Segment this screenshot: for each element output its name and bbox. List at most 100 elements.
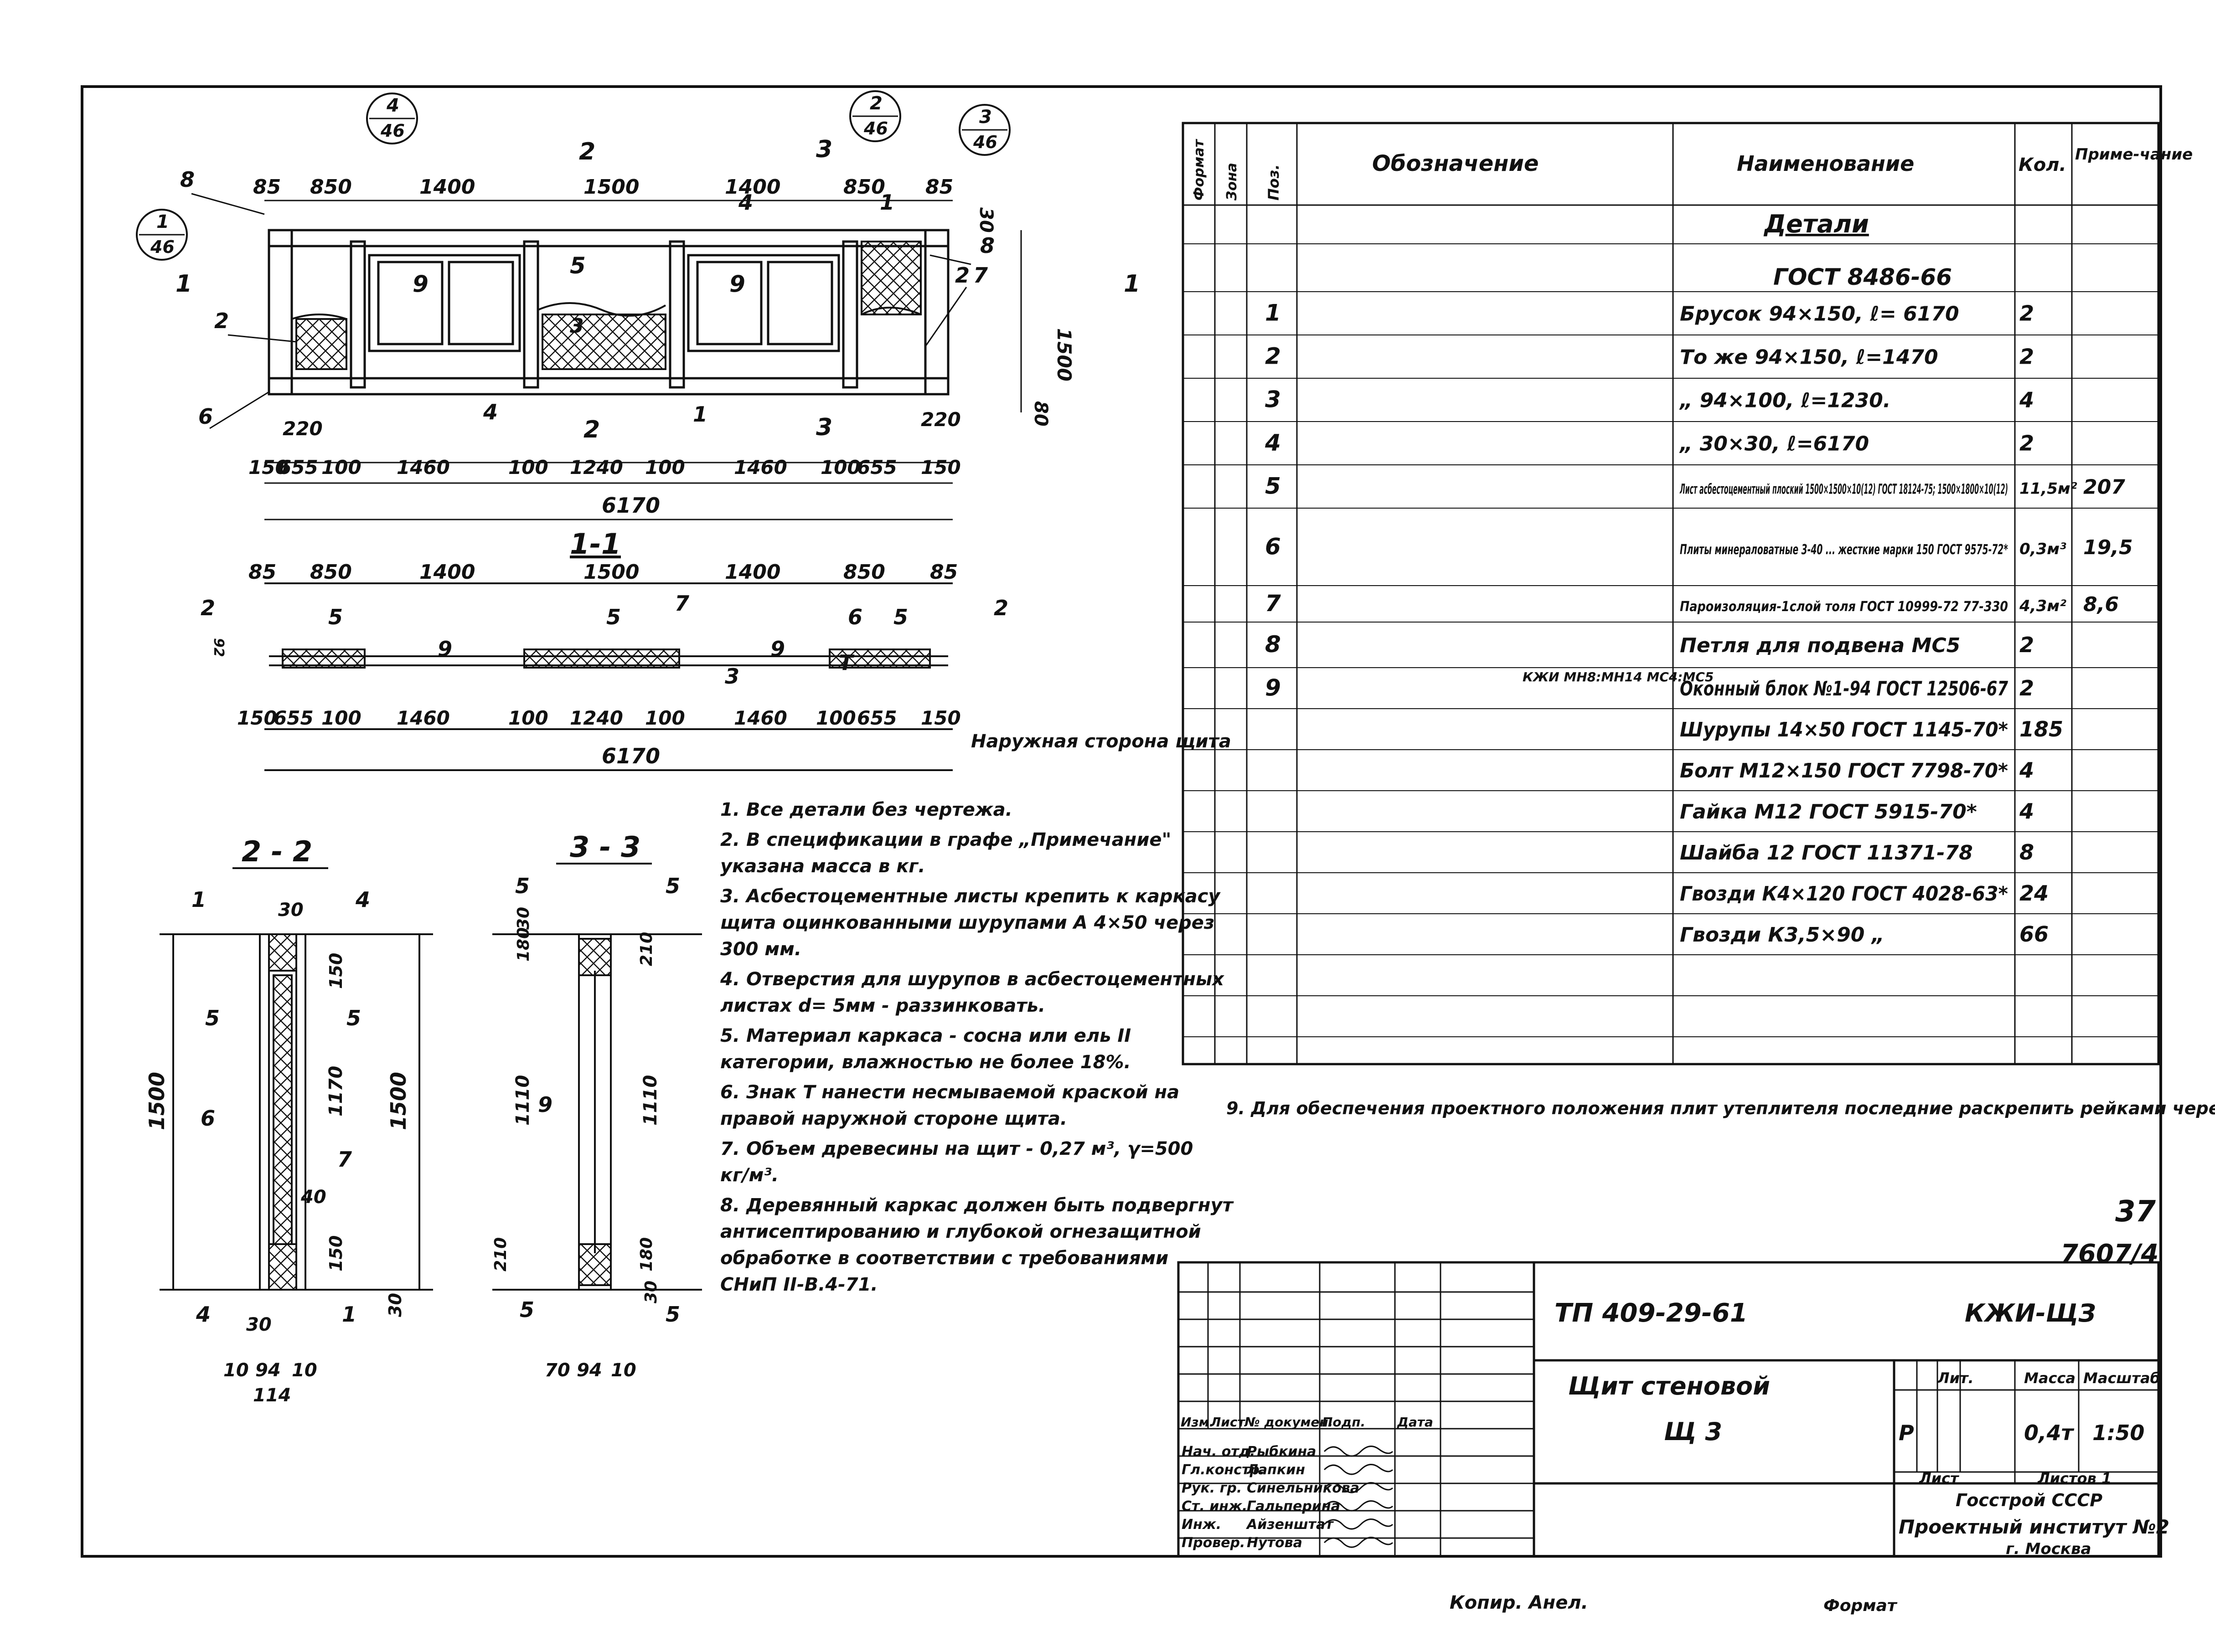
- note-9: 9. Для обеспечения проектного положения …: [1226, 1098, 2215, 1118]
- tb-name: Синельникова: [1247, 1480, 1359, 1496]
- svg-text:2: 2: [214, 309, 229, 333]
- svg-text:85: 85: [248, 561, 276, 584]
- section-1-1-total: 6170: [602, 744, 660, 768]
- svg-text:1500: 1500: [583, 561, 639, 584]
- svg-text:100: 100: [321, 707, 361, 729]
- callout-1-46: 1 46: [136, 209, 188, 261]
- spec-row-qty: 24: [2019, 881, 2049, 906]
- sec22-30: 30: [278, 900, 304, 921]
- section-1-1-bottom-dims: 150 655 100 1460 100 1240 100 1460 100 6…: [237, 707, 961, 729]
- spec-row: Гайка М12 ГОСТ 5915-70*4: [1680, 799, 2034, 823]
- svg-text:6: 6: [848, 605, 862, 629]
- dim-1400-right: 1400: [725, 175, 780, 199]
- svg-text:2: 2: [579, 138, 595, 165]
- hdr-designation: Обозначение: [1372, 151, 1539, 176]
- svg-text:2: 2: [201, 596, 215, 620]
- svg-text:8: 8: [980, 233, 995, 258]
- svg-text:2: 2: [994, 596, 1008, 620]
- org-line1: Госстрой СССР: [1956, 1490, 2102, 1510]
- svg-text:7: 7: [675, 591, 689, 616]
- svg-text:0,4т: 0,4т: [2024, 1420, 2074, 1445]
- title-block: ТП 409-29-61 КЖИ-ЩЗ Щит стеновой Щ 3 Изм…: [1177, 1261, 2169, 1558]
- svg-text:655: 655: [274, 707, 314, 729]
- spec-row-pos: 1: [1265, 300, 1281, 326]
- sec33-30a: 30: [514, 907, 533, 930]
- tb-person-row: Нач. отд.Рыбкина: [1182, 1444, 1394, 1460]
- spec-standard: ГОСТ 8486-66: [1773, 264, 1952, 290]
- tb-name: Гальперина: [1247, 1498, 1340, 1514]
- svg-text:150: 150: [921, 456, 961, 479]
- svg-text:46: 46: [150, 237, 175, 257]
- tb-role: Ст. инж.: [1182, 1498, 1247, 1514]
- sec33-1110b: 1110: [640, 1075, 661, 1126]
- sec33-30b: 30: [642, 1281, 661, 1303]
- title-line2: Щ 3: [1664, 1417, 1722, 1446]
- svg-text:70: 70: [545, 1360, 570, 1381]
- svg-text:5: 5: [606, 605, 621, 629]
- spec-row-pos: 3: [1265, 386, 1281, 413]
- svg-text:9: 9: [770, 637, 785, 661]
- svg-text:1460: 1460: [734, 707, 787, 729]
- svg-text:5: 5: [666, 874, 680, 898]
- svg-text:Масса: Масса: [2024, 1369, 2076, 1387]
- sec22-30b: 30: [246, 1314, 272, 1335]
- general-note: 7. Объем древесины на щит - 0,27 м³, γ=5…: [720, 1138, 1193, 1186]
- sec22-height-r: 1500: [386, 1072, 411, 1130]
- svg-text:3: 3: [725, 664, 739, 689]
- tb-col-headers: Изм. Лист № докумен. Подп. Дата: [1181, 1415, 1433, 1430]
- spec-row-qty: 2: [2019, 345, 2034, 369]
- svg-text:100: 100: [816, 707, 856, 729]
- spec-row: Шурупы 14×50 ГОСТ 1145-70*185: [1680, 717, 2063, 741]
- tb-person-row: Рук. гр.Синельникова: [1182, 1480, 1394, 1496]
- spec-row-pos: 8: [1265, 631, 1281, 658]
- svg-text:3: 3: [816, 414, 832, 441]
- svg-text:9: 9: [729, 271, 745, 297]
- svg-text:85: 85: [930, 561, 958, 584]
- svg-text:5: 5: [205, 1006, 220, 1030]
- dim-1400-left: 1400: [419, 175, 475, 199]
- svg-text:1: 1: [342, 1302, 356, 1327]
- sec22-150b: 150: [326, 1235, 346, 1271]
- svg-text:100: 100: [645, 456, 685, 479]
- spec-row-qty: 2: [2019, 676, 2034, 700]
- svg-text:5: 5: [666, 1302, 680, 1327]
- svg-text:Масштаб: Масштаб: [2083, 1369, 2160, 1387]
- callout-3-46: 3 46: [959, 104, 1011, 156]
- spec-row-pos: 4: [1265, 430, 1281, 456]
- tb-person-row: Гл.констр.Лапкин: [1182, 1462, 1394, 1478]
- spec-row-qty: 2: [2019, 431, 2034, 456]
- dim-80: 80: [1030, 401, 1051, 427]
- spec-row-qty: 2: [2019, 633, 2034, 657]
- signature-scribble: [1323, 1500, 1394, 1512]
- dim-1500: 1500: [583, 175, 639, 199]
- section-2-2-title: 2 - 2: [242, 835, 312, 868]
- svg-text:Р: Р: [1899, 1420, 1914, 1445]
- svg-text:1: 1: [176, 270, 192, 298]
- designation-mark: КЖИ МН8:МН14 МС4:МС5: [1523, 669, 1714, 684]
- hdr-zone: Зона: [1224, 163, 1240, 201]
- svg-text:10: 10: [611, 1360, 636, 1381]
- general-note: 8. Деревянный каркас должен быть подверг…: [720, 1195, 1234, 1295]
- signature-scribble: [1323, 1482, 1394, 1493]
- copied-label: Копир. Анел.: [1450, 1592, 1588, 1613]
- tb-lit-mass-scale: Лит. Масса Масштаб Р 0,4т 1:50 Лист Лист…: [1899, 1369, 2160, 1487]
- svg-text:1460: 1460: [397, 707, 450, 729]
- spec-row-name: Пароизоляция-1слой толя ГОСТ 10999-72 77…: [1680, 599, 2008, 615]
- general-note: 4. Отверстия для шурупов в асбестоцемент…: [720, 969, 1224, 1016]
- svg-text:4: 4: [738, 190, 753, 215]
- spec-row-qty: 4: [2019, 388, 2034, 412]
- front-elevation: 9 9 5 3 85 850 1400 1500 1400 850 85 150…: [136, 90, 1140, 520]
- svg-text:3: 3: [979, 107, 992, 128]
- svg-text:46: 46: [863, 118, 888, 139]
- svg-text:655: 655: [278, 456, 318, 479]
- svg-text:10: 10: [292, 1360, 317, 1381]
- tb-role: Провер.: [1182, 1535, 1245, 1551]
- svg-text:Изм.: Изм.: [1181, 1415, 1214, 1430]
